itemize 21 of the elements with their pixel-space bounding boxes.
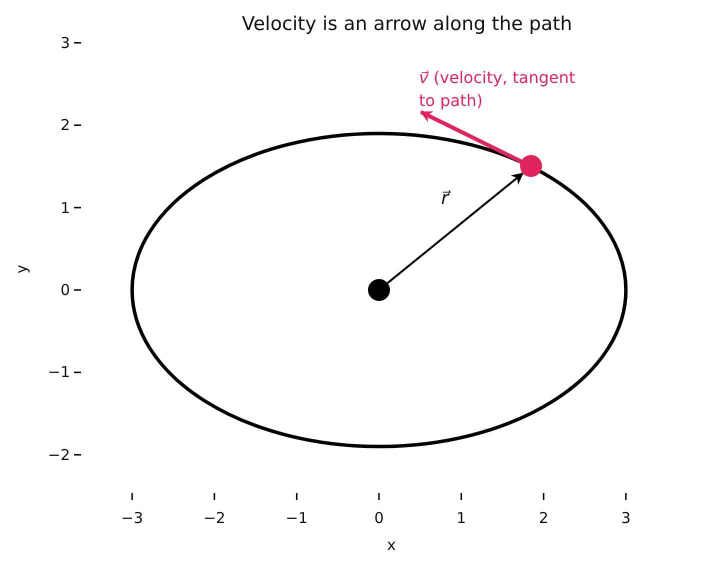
axis-label: y bbox=[12, 264, 30, 274]
axis-label: x bbox=[387, 536, 396, 554]
tick-label: 3 bbox=[620, 509, 632, 527]
tick-label: 2 bbox=[538, 509, 550, 527]
arrow bbox=[420, 110, 522, 164]
tick-label: 1 bbox=[60, 198, 70, 217]
velocity-label: v⃗ (velocity, tangent to path) bbox=[419, 66, 594, 112]
tick-label: 0 bbox=[373, 509, 385, 527]
center-dot bbox=[368, 279, 390, 301]
tick-label: −1 bbox=[284, 509, 309, 527]
tick-label: −2 bbox=[202, 509, 226, 527]
tick-label: 0 bbox=[60, 281, 70, 299]
arrow bbox=[386, 172, 524, 284]
tick-label: 2 bbox=[60, 116, 70, 134]
tick-label: −1 bbox=[48, 363, 70, 382]
tick-label: −3 bbox=[120, 509, 144, 527]
tick-label: 3 bbox=[60, 34, 70, 52]
tick-label: 1 bbox=[456, 509, 468, 527]
chart-title: Velocity is an arrow along the path bbox=[240, 12, 574, 36]
tick-label: −2 bbox=[48, 446, 70, 464]
moving-dot bbox=[520, 155, 542, 178]
